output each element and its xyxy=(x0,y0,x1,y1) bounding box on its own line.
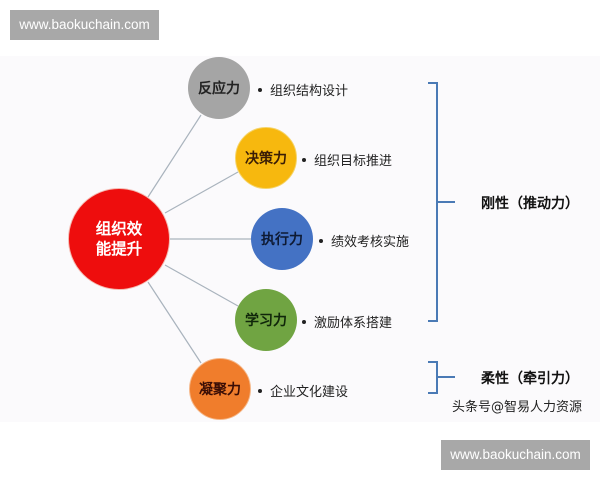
item-execution: 绩效考核实施 xyxy=(319,231,409,250)
connector-reaction xyxy=(147,114,202,198)
center-node-line1: 组织效 xyxy=(95,220,143,238)
item-learning: 激励体系搭建 xyxy=(302,312,392,331)
bullet-icon xyxy=(258,87,262,92)
center-node-line2: 能提升 xyxy=(95,240,143,258)
center-node: 组织效 能提升 xyxy=(68,188,170,290)
bracket-flexible xyxy=(428,361,455,394)
watermark-top: www.baokuchain.com xyxy=(10,10,159,40)
group-label-flexible: 柔性（牵引力） xyxy=(481,371,579,387)
group-label-rigid: 刚性（推动力） xyxy=(481,196,579,212)
node-learning: 学习力 xyxy=(235,289,297,351)
bracket-rigid xyxy=(428,82,455,322)
bullet-icon xyxy=(302,157,306,162)
node-cohesion: 凝聚力 xyxy=(189,358,251,420)
item-decision: 组织目标推进 xyxy=(302,150,392,169)
watermark-bottom: www.baokuchain.com xyxy=(441,440,590,470)
connector-cohesion xyxy=(147,281,202,364)
connector-decision xyxy=(164,171,239,214)
connector-learning xyxy=(164,264,239,307)
bullet-icon xyxy=(319,238,323,243)
node-decision: 决策力 xyxy=(235,127,297,189)
bullet-icon xyxy=(302,319,306,324)
source-credit: 头条号@智易人力资源 xyxy=(452,400,583,415)
node-execution: 执行力 xyxy=(251,208,313,270)
item-reaction: 组织结构设计 xyxy=(258,80,348,99)
item-cohesion: 企业文化建设 xyxy=(258,381,348,400)
bullet-icon xyxy=(258,388,262,393)
node-reaction: 反应力 xyxy=(188,57,250,119)
